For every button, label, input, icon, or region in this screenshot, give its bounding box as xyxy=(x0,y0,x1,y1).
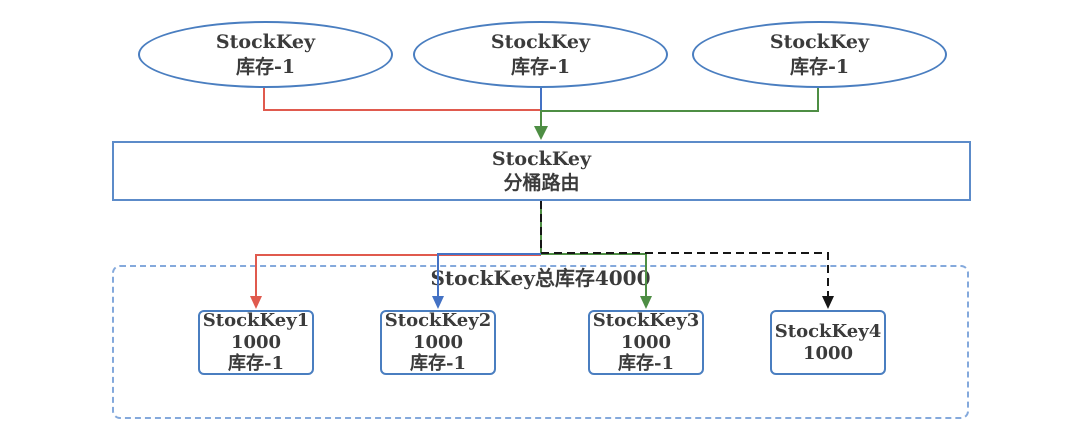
pool-title: StockKey总库存4000 xyxy=(430,266,651,290)
router-node: StockKey 分桶路由 xyxy=(112,141,971,201)
source-node-3-title: StockKey xyxy=(769,31,870,54)
bucket-3-stock: 库存-1 xyxy=(618,353,674,375)
red-source-connector xyxy=(263,88,542,111)
source-node-2-title: StockKey xyxy=(490,31,591,54)
bucket-1-stock: 库存-1 xyxy=(228,353,284,375)
bucket-3-amount: 1000 xyxy=(620,331,672,353)
bucket-4-amount: 1000 xyxy=(802,342,854,364)
bucket-node-4: StockKey4 1000 xyxy=(770,310,886,375)
source-node-3-stock: 库存-1 xyxy=(789,55,850,78)
source-node-2: StockKey 库存-1 xyxy=(413,21,668,88)
bucket-2-title: StockKey2 xyxy=(384,309,492,331)
bucket-3-title: StockKey3 xyxy=(592,309,700,331)
green-source-connector xyxy=(540,88,819,127)
router-title: StockKey xyxy=(491,147,592,170)
bucket-2-stock: 库存-1 xyxy=(410,353,466,375)
green-down-arrowhead xyxy=(534,126,548,140)
bucket-2-amount: 1000 xyxy=(412,331,464,353)
router-subtitle: 分桶路由 xyxy=(503,172,580,194)
source-node-1-stock: 库存-1 xyxy=(235,55,296,78)
bucket-node-1: StockKey1 1000 库存-1 xyxy=(198,310,314,375)
source-node-1: StockKey 库存-1 xyxy=(138,21,393,88)
source-node-1-title: StockKey xyxy=(215,31,316,54)
bucket-1-amount: 1000 xyxy=(230,331,282,353)
bucket-4-title: StockKey4 xyxy=(774,320,882,342)
bucket-1-title: StockKey1 xyxy=(202,309,310,331)
bucket-node-2: StockKey2 1000 库存-1 xyxy=(380,310,496,375)
bucket-node-3: StockKey3 1000 库存-1 xyxy=(588,310,704,375)
source-node-2-stock: 库存-1 xyxy=(510,55,571,78)
source-node-3: StockKey 库存-1 xyxy=(692,21,947,88)
